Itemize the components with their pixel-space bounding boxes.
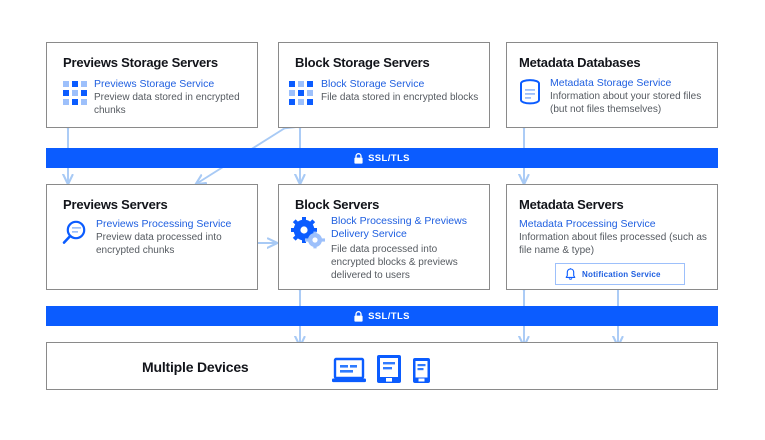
block-servers-title: Block Servers [295, 197, 380, 212]
device-icons-group [332, 354, 431, 384]
metadata-databases-box: Metadata Databases Metadata Storage Serv… [506, 42, 718, 128]
block-processing-service-name: Block Processing & Previews Delivery Ser… [331, 215, 467, 240]
lock-icon [354, 310, 363, 322]
previews-storage-servers-box: Previews Storage Servers Previews Storag… [46, 42, 258, 128]
grid-squares-icon [63, 81, 87, 105]
metadata-servers-box: Metadata Servers Metadata Processing Ser… [506, 184, 718, 290]
ssl-tls-bar-top: SSL/TLS [46, 148, 718, 168]
laptop-icon [332, 357, 366, 384]
metadata-processing-service-desc: Information about files processed (such … [519, 232, 707, 256]
previews-storage-service-name: Previews Storage Service [94, 78, 215, 90]
ssl-tls-label-top: SSL/TLS [368, 152, 410, 164]
previews-processing-service-desc: Preview data processed into encrypted ch… [96, 232, 222, 256]
multiple-devices-title: Multiple Devices [142, 359, 249, 375]
tablet-icon [376, 354, 402, 384]
block-storage-service-name: Block Storage Service [321, 78, 425, 90]
ssl-tls-label-bottom: SSL/TLS [368, 310, 410, 322]
lock-icon [354, 152, 363, 164]
ssl-tls-bar-bottom: SSL/TLS [46, 306, 718, 326]
block-servers-box: Block Servers [278, 184, 490, 290]
magnifier-icon [61, 218, 91, 248]
notification-service-label: Notification Service [582, 269, 661, 279]
metadata-storage-service-desc: Information about your stored files (but… [550, 91, 702, 115]
multiple-devices-box: Multiple Devices [46, 342, 718, 390]
metadata-processing-service-name: Metadata Processing Service [519, 218, 656, 230]
database-icon [519, 79, 541, 105]
gears-icon [291, 217, 325, 250]
metadata-storage-service-name: Metadata Storage Service [550, 77, 672, 89]
block-storage-servers-title: Block Storage Servers [295, 55, 430, 70]
block-processing-service-desc: File data processed into encrypted block… [331, 244, 458, 281]
metadata-servers-title: Metadata Servers [519, 197, 624, 212]
previews-servers-box: Previews Servers Previews Processing Ser… [46, 184, 258, 290]
metadata-databases-title: Metadata Databases [519, 55, 641, 70]
bell-icon [565, 267, 576, 281]
previews-servers-title: Previews Servers [63, 197, 168, 212]
grid-squares-icon [289, 81, 313, 105]
previews-storage-service-desc: Preview data stored in encrypted chunks [94, 92, 240, 116]
previews-processing-service-name: Previews Processing Service [96, 218, 232, 230]
phone-icon [412, 357, 431, 384]
block-storage-servers-box: Block Storage Servers Block Storage Serv… [278, 42, 490, 128]
notification-service-pill[interactable]: Notification Service [555, 263, 685, 285]
block-storage-service-desc: File data stored in encrypted blocks [321, 92, 479, 103]
previews-storage-servers-title: Previews Storage Servers [63, 55, 218, 70]
